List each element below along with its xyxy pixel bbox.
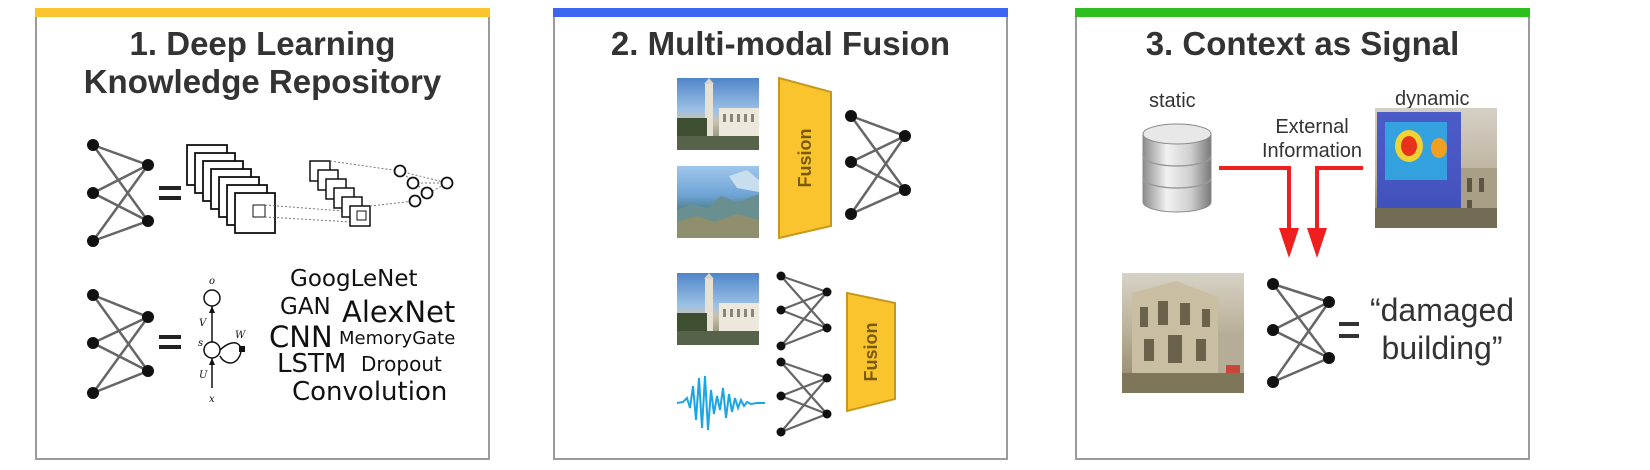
equals-sign [159, 335, 181, 349]
damaged-building-photo [1122, 273, 1244, 393]
panel-context-signal: 3. Context as Signal static dynamic Exte… [1075, 8, 1530, 460]
rnn-label-w: W [235, 330, 246, 341]
panel-title-line1: 1. Deep Learning [129, 25, 396, 62]
output-label-line1: “damaged [1369, 292, 1515, 328]
neural-network-icon [87, 289, 154, 399]
heatmap-photo [1375, 108, 1497, 228]
rnn-cell-icon: o V s W U x [198, 276, 246, 405]
word-convolution: Convolution [292, 377, 448, 407]
panel-multimodal-fusion: 2. Multi-modal Fusion Fusion [553, 8, 1008, 460]
campanile-photo [677, 78, 759, 150]
word-memorygate: MemoryGate [339, 328, 456, 349]
panel-title: 2. Multi-modal Fusion [610, 25, 951, 62]
word-dropout: Dropout [361, 352, 442, 376]
dynamic-label: dynamic [1395, 88, 1470, 110]
output-label-line2: building” [1381, 330, 1503, 366]
word-lstm: LSTM [277, 349, 347, 379]
neural-network-icon [776, 271, 832, 351]
static-label: static [1149, 90, 1196, 112]
panel-accent-bar [1075, 8, 1530, 17]
segmentation-photo [677, 166, 759, 238]
database-icon [1142, 123, 1212, 213]
word-cnn: CNN [269, 320, 333, 354]
rnn-label-s: s [198, 338, 203, 349]
cnn-layers-icon [186, 144, 454, 234]
rnn-label-x: x [209, 394, 215, 405]
external-label-line1: External [1275, 116, 1349, 138]
rnn-label-o: o [209, 276, 215, 287]
neural-network-icon [1267, 278, 1335, 388]
panel-deep-learning: 1. Deep Learning Knowledge Repository [35, 8, 490, 460]
rnn-label-u: U [199, 370, 208, 381]
neural-network-icon [845, 110, 911, 220]
word-gan: GAN [280, 294, 331, 320]
word-googlenet: GoogLeNet [290, 266, 418, 292]
word-alexnet: AlexNet [342, 295, 456, 329]
equals-sign [159, 186, 181, 200]
rnn-label-v: V [199, 318, 208, 329]
fusion-label: Fusion [795, 129, 815, 188]
fusion-label: Fusion [861, 323, 881, 382]
neural-network-icon [776, 357, 832, 437]
panel-accent-bar [553, 8, 1008, 17]
fusion-block-top: Fusion [778, 76, 832, 240]
panel-accent-bar [35, 8, 490, 17]
external-label-line2: Information [1261, 140, 1363, 162]
fusion-block-bottom: Fusion [846, 291, 896, 413]
campanile-photo [677, 273, 759, 345]
red-arrows [1219, 166, 1363, 258]
panel-title-line2: Knowledge Repository [83, 63, 442, 100]
panel-title: 3. Context as Signal [1145, 25, 1460, 62]
neural-network-icon [87, 139, 154, 247]
waveform-icon [676, 375, 765, 431]
equals-sign [1339, 322, 1359, 338]
